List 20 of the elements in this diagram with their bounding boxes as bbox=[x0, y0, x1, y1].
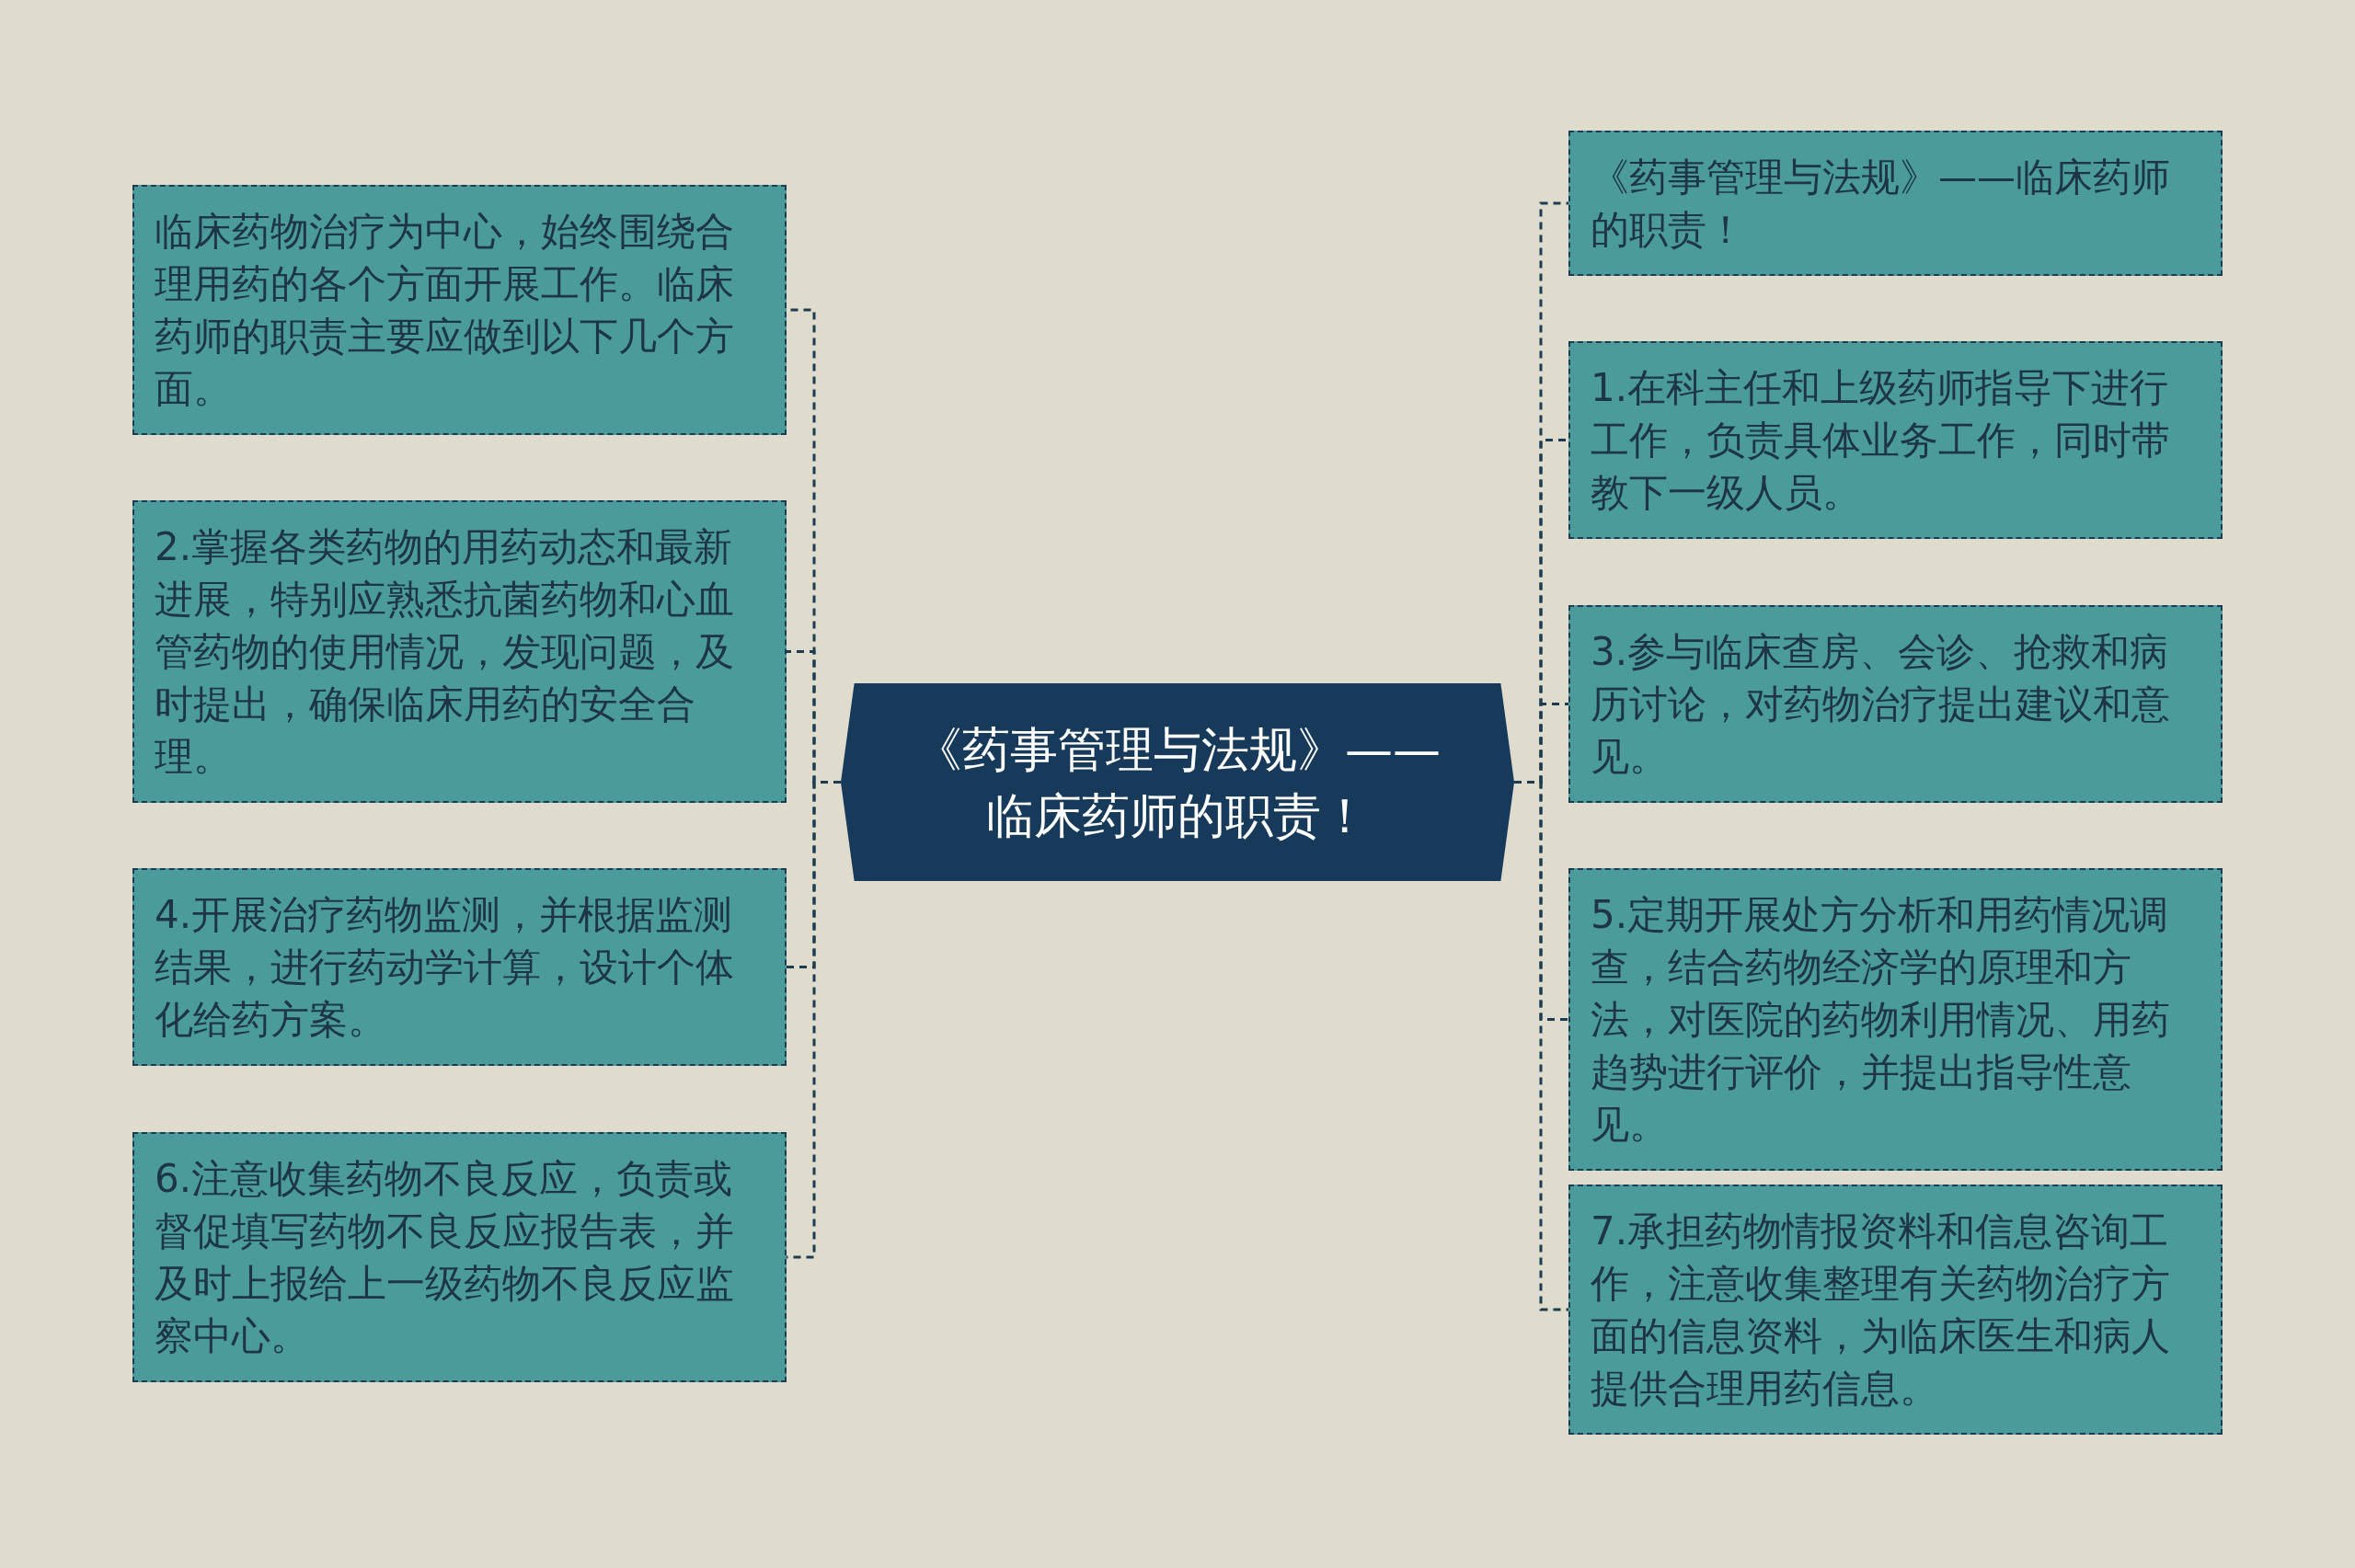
topic-box bbox=[1568, 605, 2223, 803]
topic-box bbox=[132, 1132, 787, 1382]
topic-box bbox=[1568, 341, 2223, 539]
topic-box bbox=[132, 185, 787, 435]
topic-box bbox=[1568, 1185, 2223, 1435]
topic-box bbox=[1568, 868, 2223, 1171]
topic-text: 7.承担药物情报资料和信息咨询工作，注意收集整理有关药物治疗方面的信息资料，为临床医生和病人提供合理用药信息。 bbox=[1591, 1208, 2170, 1411]
topic-text: 4.开展治疗药物监测，并根据监测结果，进行药动学计算，设计个体化给药方案。 bbox=[155, 892, 734, 1042]
topic-text: 《药事管理与法规》——临床药师的职责！ bbox=[1591, 155, 2170, 252]
topic-text: 1.在科主任和上级药师指导下进行工作，负责具体业务工作，同时带教下一级人员。 bbox=[1591, 365, 2170, 515]
topic-text: 6.注意收集药物不良反应，负责或督促填写药物不良反应报告表，并及时上报给上一级药物不良反应监察中心。 bbox=[155, 1156, 734, 1358]
topic-box bbox=[1568, 131, 2223, 276]
central-topic bbox=[841, 683, 1514, 881]
topic-text: 《药事管理与法规》——临床药师的职责！ bbox=[913, 720, 1442, 845]
topic-text: 2.掌握各类药物的用药动态和最新进展，特别应熟悉抗菌药物和心血管药物的使用情况，发现问题，及时提出，确保临床用药的安全合理。 bbox=[155, 524, 734, 779]
topic-box bbox=[132, 500, 787, 803]
topic-text: 3.参与临床查房、会诊、抢救和病历讨论，对药物治疗提出建议和意见。 bbox=[1591, 629, 2170, 779]
topic-text: 临床药物治疗为中心，始终围绕合理用药的各个方面开展工作。临床药师的职责主要应做到以下几个方面。 bbox=[155, 209, 734, 411]
topic-box bbox=[132, 868, 787, 1066]
topic-text: 5.定期开展处方分析和用药情况调查，结合药物经济学的原理和方法，对医院的药物利用情况、用药趋势进行评价，并提出指导性意见。 bbox=[1591, 892, 2170, 1147]
